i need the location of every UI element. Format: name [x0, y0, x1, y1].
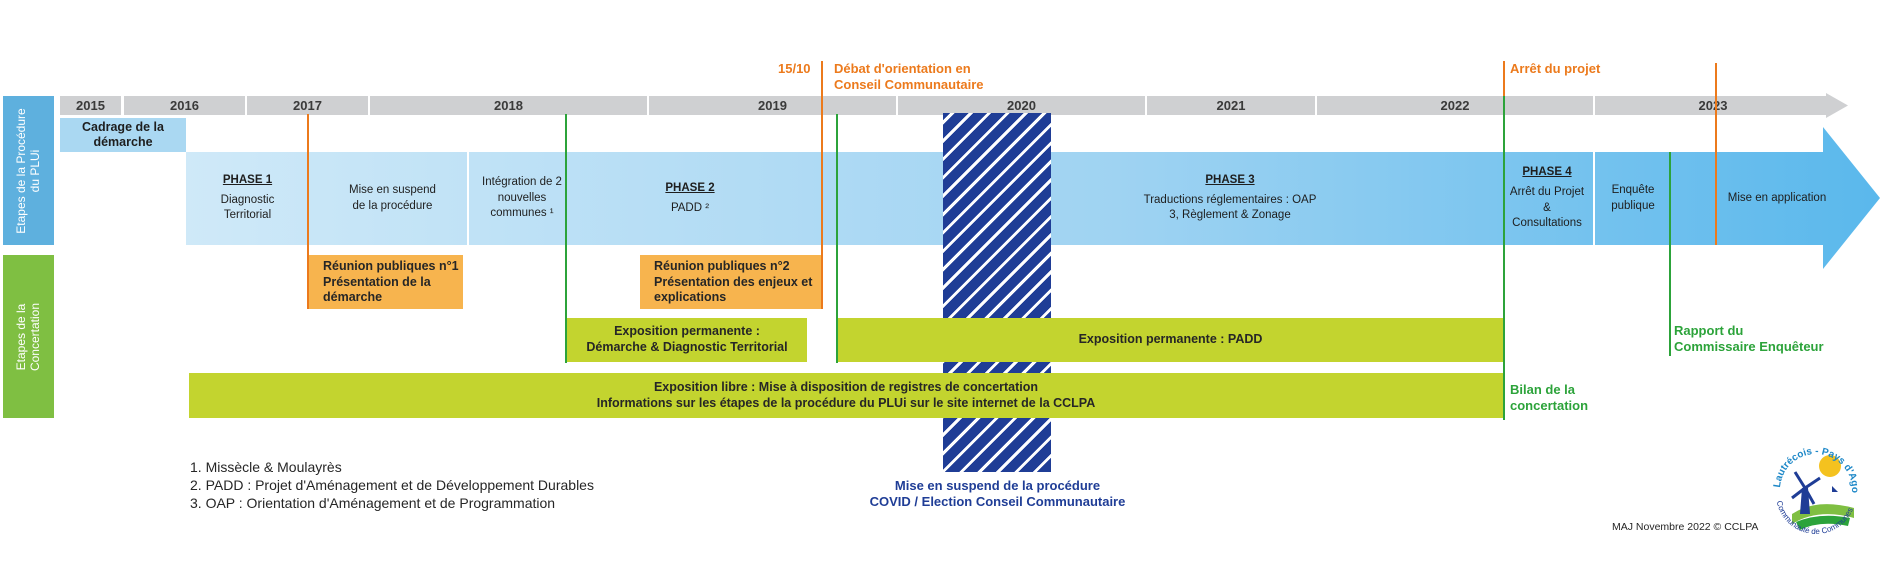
year-2021: 2021: [1147, 96, 1315, 115]
phase-separator: [1593, 152, 1595, 245]
update-footer: MAJ Novembre 2022 © CCLPA: [1612, 521, 1759, 533]
reunion-2-box: Réunion publiques n°2 Présentation des e…: [640, 255, 821, 309]
green-line-2019: [836, 114, 838, 363]
concertation-row-label: Etapes de la Concertation: [3, 255, 54, 418]
phase-1: PHASE 1 Diagnostic Territorial: [220, 174, 275, 222]
exposition-libre-box: Exposition libre : Mise à disposition de…: [189, 373, 1503, 418]
year-2023: 2023: [1595, 96, 1831, 115]
phase-4: PHASE 4 Arrêt du Projet & Consultations: [1509, 166, 1585, 230]
bilan-concertation: Bilan de la concertation: [1510, 382, 1589, 413]
milestone-debat: Débat d'orientation en Conseil Communaut…: [834, 61, 984, 92]
milestone-date: 15/10: [778, 61, 811, 76]
phase-integration: Intégration de 2 nouvelles communes ¹: [482, 176, 562, 220]
phase-separator: [467, 152, 469, 245]
phase-enquete: Enquête publique: [1611, 183, 1655, 212]
footnote-1: 1. Missècle & Moulayrès: [190, 459, 342, 475]
year-2017: 2017: [247, 96, 368, 115]
covid-caption: Mise en suspend de la procédure COVID / …: [869, 478, 1126, 510]
exposition-diagnostic-box: Exposition permanente : Démarche & Diagn…: [567, 318, 807, 362]
footnote-3: 3. OAP : Orientation d'Aménagement et de…: [190, 495, 556, 512]
rapport-commissaire: Rapport du Commissaire Enquêteur: [1674, 323, 1824, 354]
cadrage-box: Cadrage de la démarche: [60, 118, 186, 152]
green-line-2018: [565, 114, 567, 363]
year-2022: 2022: [1317, 96, 1593, 115]
footnote-2: 2. PADD : Projet d'Aménagement et de Dév…: [190, 477, 594, 494]
phase-2: PHASE 2 PADD ²: [665, 181, 715, 214]
windmill-icon: Lautrécois - Pays d'Agout Communauté de …: [1759, 424, 1860, 536]
year-2020: 2020: [898, 96, 1145, 115]
timeline-arrowhead: [1826, 93, 1848, 118]
arret-line: [1503, 61, 1505, 420]
footnotes: 1. Missècle & Moulayrès 2. PADD : Projet…: [190, 458, 594, 513]
cclpa-logo: Lautrécois - Pays d'Agout Communauté de …: [1759, 424, 1870, 540]
year-2016: 2016: [124, 96, 245, 115]
orange-line-2023: [1715, 63, 1717, 245]
orange-line-debat: [821, 61, 823, 309]
milestone-arret: Arrêt du projet: [1510, 61, 1601, 76]
year-2018: 2018: [370, 96, 647, 115]
phase-mise-en-application: Mise en application: [1727, 191, 1827, 204]
reunion-1-box: Réunion publiques n°1 Présentation de la…: [309, 255, 463, 309]
arret-line-orange-top: [1503, 61, 1505, 96]
procedure-row-label: Etapes de la Procédure du PLUi: [3, 96, 54, 245]
covid-suspension-band: [943, 113, 1051, 472]
phase-suspend: Mise en suspend de la procédure: [349, 183, 436, 212]
year-2019: 2019: [649, 96, 896, 115]
exposition-padd-box: Exposition permanente : PADD: [838, 318, 1503, 362]
phase-3: PHASE 3 Traductions réglementaires : OAP…: [1143, 174, 1317, 222]
year-2015: 2015: [60, 96, 121, 115]
green-line-rapport: [1669, 152, 1671, 356]
orange-line-2017: [307, 114, 309, 309]
